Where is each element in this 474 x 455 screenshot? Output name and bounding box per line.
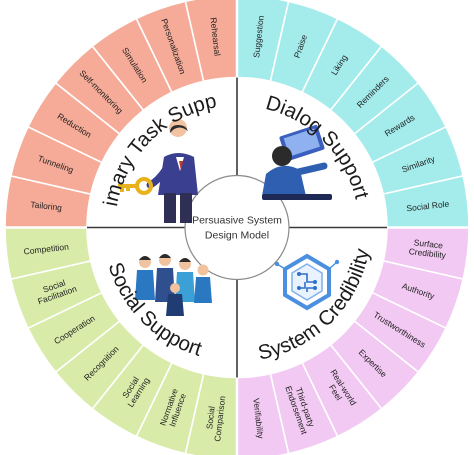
key-person-icon <box>118 119 198 223</box>
circuit-hexagon-icon <box>274 253 340 311</box>
center-title-line2: Design Model <box>205 230 269 242</box>
laptop-user-icon <box>262 124 332 200</box>
segment-label: SurfaceCredibility <box>408 237 448 260</box>
segment-label: Suggestion <box>251 15 266 59</box>
outer-ring <box>4 0 470 455</box>
segment-label: Social Role <box>406 199 450 214</box>
segment-label: Verifiability <box>251 398 266 440</box>
segment-label: Tailoring <box>30 199 63 213</box>
center-title-line1: Persuasive System <box>192 215 282 227</box>
team-group-icon <box>135 254 212 316</box>
segment-label: Rehearsal <box>208 17 222 57</box>
illustrations <box>118 119 340 316</box>
center-circle <box>184 174 290 281</box>
